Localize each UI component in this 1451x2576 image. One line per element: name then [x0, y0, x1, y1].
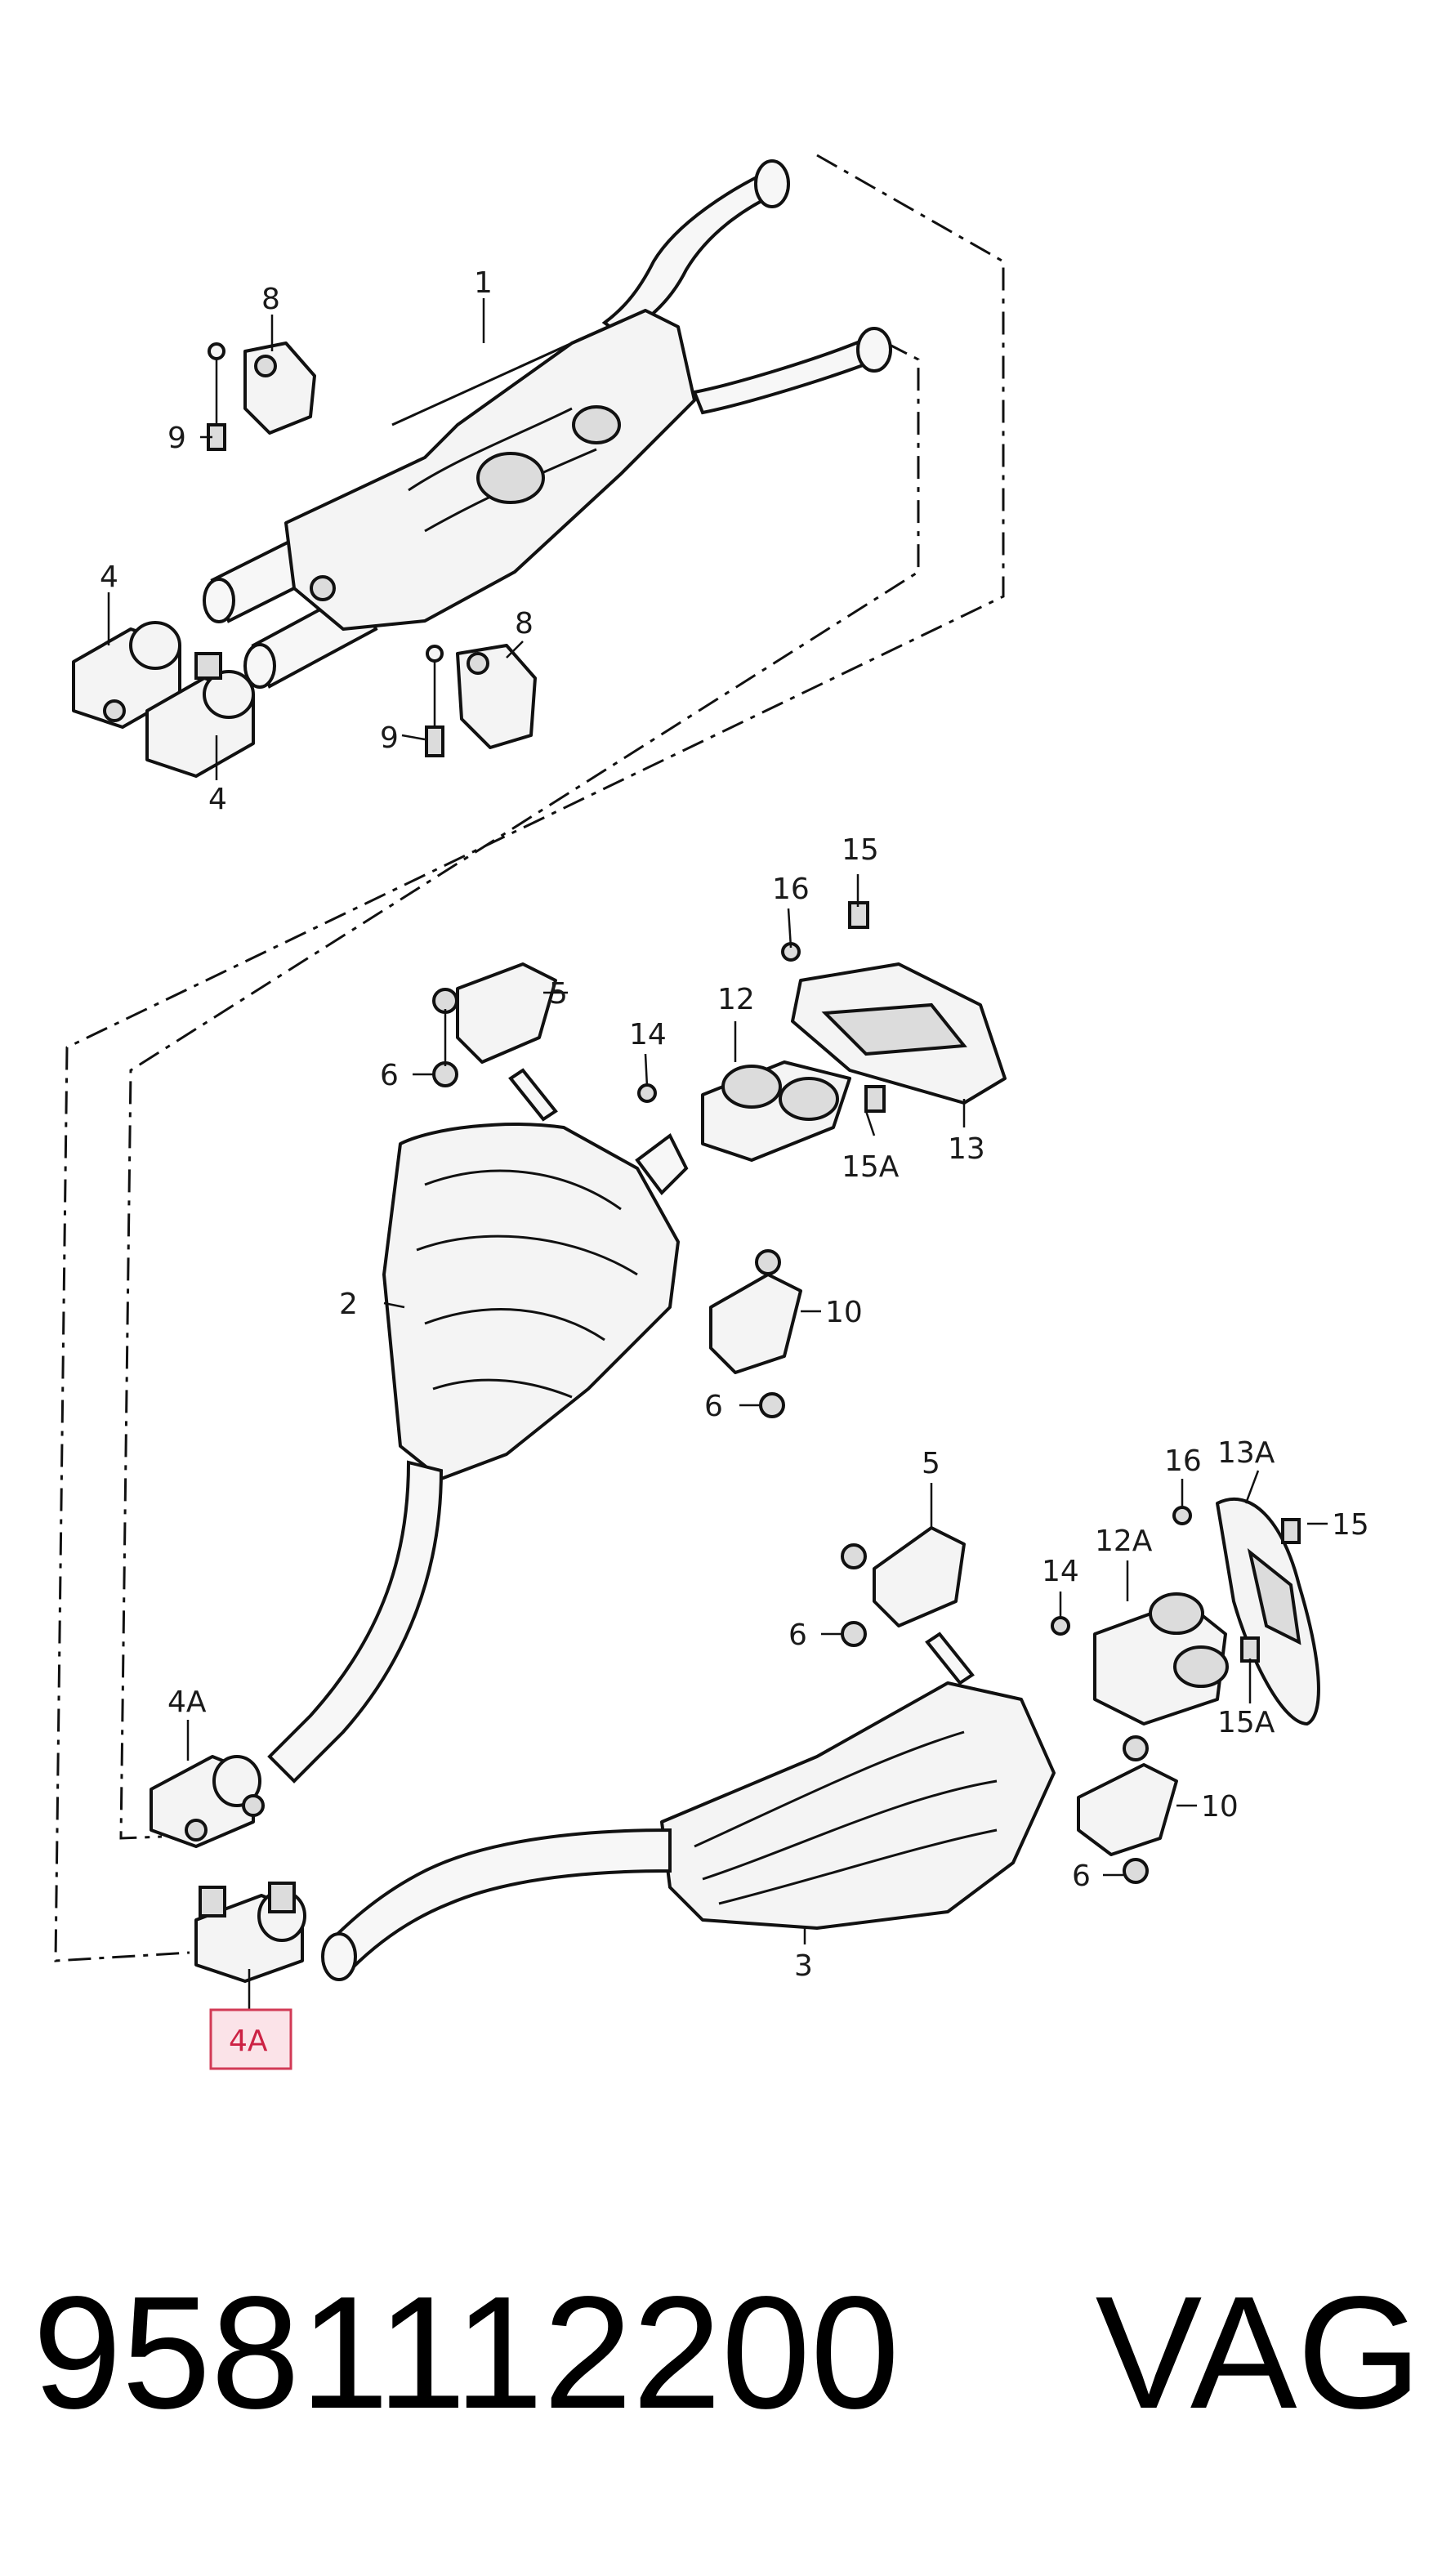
- part-number: 9581112200: [33, 2263, 900, 2442]
- callout-13: 13: [948, 1132, 985, 1166]
- clamp-4a-upper: [150, 1755, 265, 1848]
- brand-name: VAG: [1095, 2263, 1422, 2442]
- callout-13a: 13A: [1217, 1436, 1275, 1470]
- callout-2: 2: [339, 1288, 358, 1321]
- callout-12: 12: [717, 983, 755, 1016]
- callout-16-lower: 16: [1164, 1444, 1202, 1478]
- callout-15-upper: 15: [842, 833, 879, 867]
- callout-15a-upper: 15A: [842, 1150, 900, 1184]
- highlight-box: [209, 2008, 292, 2070]
- callout-4a-highlighted: 4A: [229, 2025, 268, 2058]
- middle-silencer: [267, 1123, 689, 1784]
- callout-4a-upper: 4A: [167, 1685, 207, 1719]
- clamp-4-upper: [72, 621, 181, 729]
- callout-3: 3: [794, 1949, 813, 1983]
- hanger-8-lower: [425, 644, 537, 757]
- callout-14-lower: 14: [1042, 1555, 1079, 1588]
- callout-14-upper: 14: [629, 1018, 667, 1051]
- clamp-4-lower: [145, 652, 255, 778]
- callout-labels: 1 8 9 8 9 4 4 15 16 5 6 14 12 15A 13 2 1…: [100, 266, 1369, 2058]
- callout-4-lower: 4: [208, 783, 227, 816]
- callout-4-upper: 4: [100, 560, 118, 594]
- callout-9-lower: 9: [380, 721, 399, 755]
- callout-15-lower: 15: [1332, 1508, 1369, 1542]
- leader-lines: [107, 298, 1328, 2010]
- footer: 9581112200 VAG: [33, 2255, 1422, 2451]
- front-pipe-assembly: [203, 159, 892, 689]
- hanger-8-upper: [207, 342, 316, 451]
- hanger-5-lower: [841, 1526, 975, 1685]
- callout-1: 1: [474, 266, 493, 300]
- callout-8-lower: 8: [515, 607, 534, 641]
- trim-13: [637, 901, 1007, 1113]
- clamp-4a-lower: [194, 1882, 306, 1983]
- hanger-5-upper: [432, 962, 558, 1122]
- callout-6-upper-a: 6: [380, 1059, 399, 1092]
- callout-12a: 12A: [1095, 1525, 1153, 1558]
- callout-10-upper: 10: [825, 1296, 863, 1329]
- assembly-boundary: [54, 154, 1005, 1962]
- trim-13a: [1051, 1498, 1320, 1726]
- hanger-10-lower: [1077, 1735, 1178, 1884]
- callout-6-upper-b: 6: [704, 1390, 723, 1423]
- callout-15a-lower: 15A: [1217, 1706, 1275, 1739]
- tailpipe-12: [701, 1060, 851, 1162]
- callout-9-upper: 9: [167, 422, 186, 455]
- callout-5-lower: 5: [922, 1447, 940, 1480]
- hanger-10-upper: [709, 1249, 802, 1418]
- callout-16-upper: 16: [772, 873, 810, 906]
- callout-8-upper: 8: [261, 283, 280, 316]
- callout-10-lower: 10: [1201, 1790, 1239, 1824]
- tailpipe-12a: [1093, 1592, 1229, 1726]
- callout-6-lower-b: 6: [1072, 1859, 1091, 1893]
- rear-silencer: [321, 1681, 1056, 1981]
- callout-5-upper: 5: [549, 977, 568, 1011]
- callout-6-lower-a: 6: [788, 1618, 807, 1652]
